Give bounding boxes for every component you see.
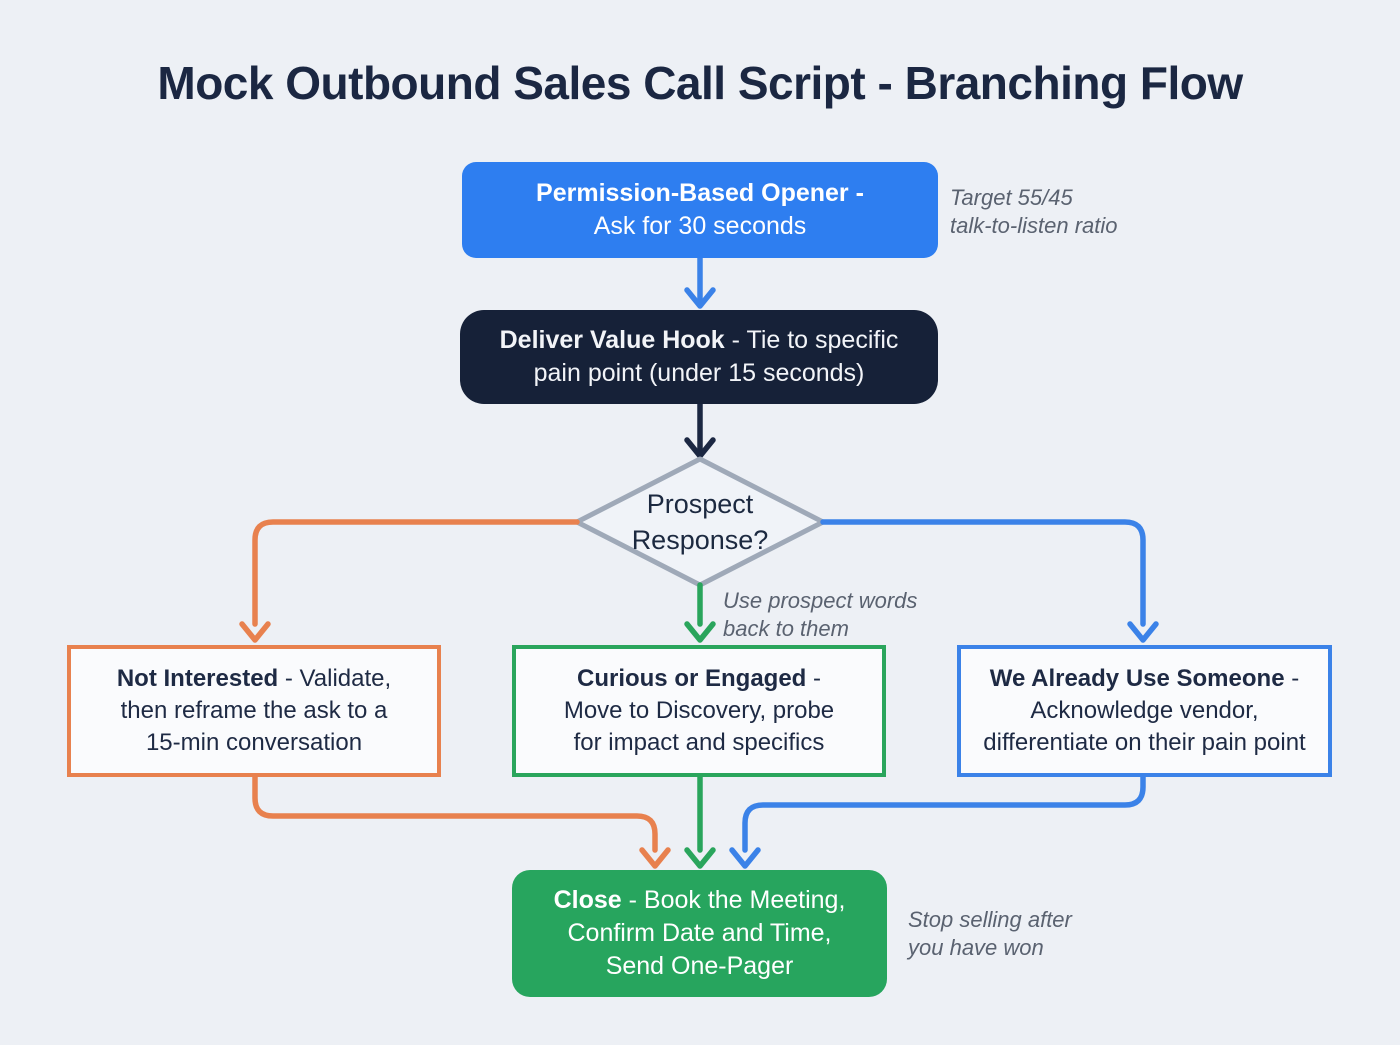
node-permission-opener-title: Permission-Based Opener - (536, 178, 864, 207)
node-value-hook: Deliver Value Hook - Tie to specific pai… (460, 310, 938, 404)
arrow-decision-to-already-use (820, 519, 1159, 643)
node-value-hook-text: Deliver Value Hook - Tie to specific pai… (499, 325, 899, 388)
arrow-already-use-to-close (729, 774, 1146, 869)
note-prospect-words: Use prospect words back to them (723, 588, 918, 641)
arrow-not-interested-to-close (252, 774, 671, 869)
node-already-use-someone: We Already Use Someone - Acknowledge ven… (957, 645, 1332, 777)
node-permission-opener: Permission-Based Opener - Ask for 30 sec… (462, 162, 938, 258)
node-prospect-response: Prospect Response? (631, 488, 769, 555)
arrow-decision-to-not-interested (239, 519, 580, 643)
arrow-value-hook-to-decision (684, 401, 716, 459)
node-permission-opener-subtext: Ask for 30 seconds (593, 212, 807, 240)
node-not-interested: Not Interested - Validate, then reframe … (67, 645, 441, 777)
arrow-curious-to-close (684, 774, 716, 869)
node-close: Close - Book the Meeting, Confirm Date a… (512, 870, 887, 997)
arrow-opener-to-value-hook (684, 255, 716, 309)
note-stop-selling: Stop selling after you have won (908, 907, 1072, 960)
arrow-decision-to-curious (684, 582, 716, 643)
page-title: Mock Outbound Sales Call Script - Branch… (157, 57, 1243, 109)
node-curious-engaged: Curious or Engaged - Move to Discovery, … (512, 645, 886, 777)
note-talk-listen-ratio: Target 55/45 talk-to-listen ratio (950, 185, 1118, 238)
